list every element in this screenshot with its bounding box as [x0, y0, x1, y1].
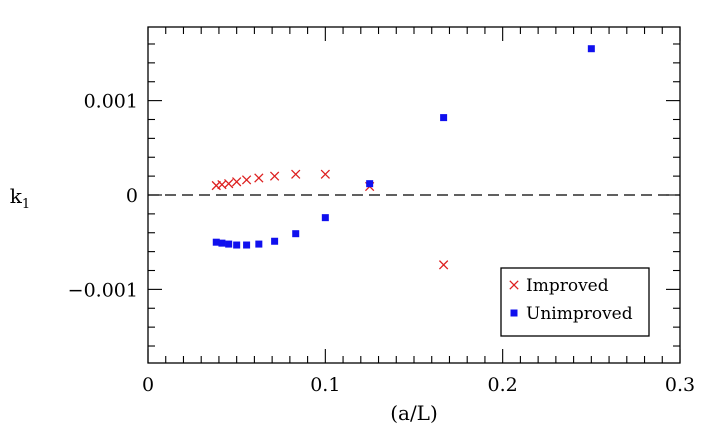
- unimproved-point: [587, 45, 595, 53]
- legend-box: [500, 267, 650, 337]
- unimproved-point: [225, 240, 233, 248]
- improved-point: [254, 173, 264, 183]
- unimproved-point: [255, 240, 263, 248]
- x-axis-title: (a/L): [390, 401, 438, 425]
- unimproved-point: [212, 238, 220, 246]
- tick-layer: 0 0.1 0.2 0.3 −0.001 0 0.001: [68, 27, 695, 396]
- legend-marker-improved: [509, 280, 519, 290]
- legend-x-marker: [509, 280, 519, 290]
- improved-point: [438, 260, 449, 270]
- improved-point: [241, 175, 252, 185]
- mark-layer: [211, 45, 595, 270]
- unimproved-point: [243, 241, 251, 249]
- unimproved-point: [292, 230, 300, 238]
- unimproved-point: [366, 180, 374, 188]
- improved-point: [291, 169, 301, 179]
- unimproved-point: [233, 241, 241, 249]
- y-tick-label: 0.001: [84, 91, 138, 113]
- x-tick-label: 0.3: [665, 374, 695, 396]
- unimproved-point: [440, 114, 448, 122]
- improved-point: [269, 171, 280, 181]
- legend-square-marker: [510, 309, 518, 317]
- unimproved-point: [271, 237, 279, 245]
- y-axis-title: k1: [10, 184, 30, 212]
- y-tick-label: 0: [126, 185, 138, 207]
- x-tick-label: 0.2: [488, 374, 518, 396]
- legend-marker-unimproved: [510, 309, 518, 317]
- improved-point: [320, 169, 330, 179]
- y-tick-label: −0.001: [68, 279, 138, 301]
- legend-label-unimproved: Unimproved: [526, 304, 633, 324]
- improved-point: [224, 179, 234, 189]
- unimproved-point: [218, 239, 226, 247]
- y-axis-title-subscript: 1: [22, 197, 30, 212]
- improved-point: [232, 177, 242, 187]
- legend-label-improved: Improved: [526, 276, 609, 296]
- unimproved-point: [321, 214, 329, 222]
- plot-frame: [147, 26, 681, 364]
- x-tick-label: 0.1: [310, 374, 340, 396]
- legend: Improved Unimproved: [500, 267, 650, 337]
- x-tick-label: 0: [142, 374, 154, 396]
